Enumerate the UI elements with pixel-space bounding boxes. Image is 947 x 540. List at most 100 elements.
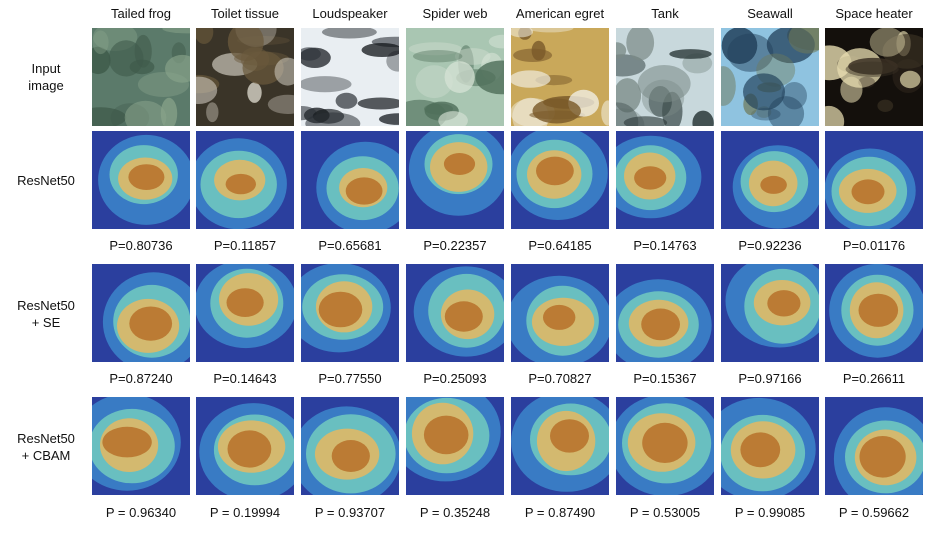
row-label-line: ResNet50 [17,298,75,313]
row-label: ResNet50 + CBAM [4,430,88,464]
probability-label: P = 0.96340 [105,505,177,520]
image-graphic [406,28,504,126]
heatmap-graphic [616,397,714,495]
row-label: ResNet50 + SE [4,297,88,331]
row-label-line: image [28,78,64,93]
heatmap-graphic [196,397,294,495]
heatmap-graphic [406,264,504,362]
attention-heatmap [92,131,190,229]
attention-heatmap [616,397,714,495]
probability-label: P=0.11857 [213,238,277,253]
attention-heatmap [511,397,609,495]
attention-heatmap [301,131,399,229]
heatmap-graphic [825,264,923,362]
probability-label: P=0.64185 [528,238,592,253]
row-label-line: + SE [31,315,61,330]
attention-heatmap [406,131,504,229]
column-title: American egret [515,6,605,21]
heatmap-graphic [825,397,923,495]
probability-label: P=0.26611 [842,371,906,386]
heatmap-graphic [196,131,294,229]
heatmap-graphic [92,131,190,229]
heatmap-graphic [721,397,819,495]
column-title: Tank [651,6,679,21]
row-label-line: ResNet50 [17,173,75,188]
attention-heatmap [721,397,819,495]
probability-label: P = 0.99085 [734,505,806,520]
column-title: Spider web [422,6,488,21]
attention-heatmap [825,264,923,362]
input-image [616,28,714,126]
column-title: Tailed frog [111,6,171,21]
image-graphic [825,28,923,126]
probability-label: P=0.15367 [633,371,697,386]
column-title: Space heater [835,6,913,21]
attention-heatmap [196,264,294,362]
probability-label: P=0.97166 [738,371,802,386]
heatmap-graphic [511,397,609,495]
heatmap-graphic [406,131,504,229]
attention-heatmap [511,131,609,229]
input-image [721,28,819,126]
probability-label: P=0.22357 [423,238,487,253]
heatmap-graphic [511,131,609,229]
attention-heatmap [196,397,294,495]
probability-label: P = 0.53005 [629,505,701,520]
probability-label: P = 0.35248 [419,505,491,520]
heatmap-graphic [406,397,504,495]
input-image [511,28,609,126]
attention-heatmap [616,264,714,362]
attention-heatmap [721,131,819,229]
heatmap-graphic [196,264,294,362]
probability-label: P = 0.87490 [524,505,596,520]
probability-label: P=0.92236 [738,238,802,253]
heatmap-graphic [825,131,923,229]
column-title: Loudspeaker [312,6,388,21]
attention-heatmap [92,397,190,495]
image-graphic [196,28,294,126]
probability-label: P=0.70827 [528,371,592,386]
row-label: Input image [4,60,88,94]
input-image [825,28,923,126]
heatmap-graphic [92,397,190,495]
attention-heatmap [196,131,294,229]
heatmap-graphic [721,131,819,229]
attention-heatmap [92,264,190,362]
image-graphic [511,28,609,126]
heatmap-graphic [511,264,609,362]
heatmap-graphic [301,131,399,229]
attention-heatmap [721,264,819,362]
probability-label: P=0.01176 [842,238,906,253]
probability-label: P=0.25093 [423,371,487,386]
row-label-line: + CBAM [21,448,71,463]
column-title: Seawall [747,6,793,21]
probability-label: P = 0.93707 [314,505,386,520]
row-label-line: ResNet50 [17,431,75,446]
heatmap-graphic [301,264,399,362]
probability-label: P=0.80736 [109,238,173,253]
heatmap-graphic [616,264,714,362]
attention-heatmap [825,131,923,229]
heatmap-graphic [92,264,190,362]
attention-heatmap [406,264,504,362]
input-image [196,28,294,126]
image-graphic [92,28,190,126]
attention-heatmap [301,397,399,495]
heatmap-graphic [721,264,819,362]
probability-label: P=0.65681 [318,238,382,253]
probability-label: P=0.87240 [109,371,173,386]
row-label-line: Input [31,61,61,76]
image-graphic [616,28,714,126]
column-title: Toilet tissue [211,6,279,21]
attention-heatmap [406,397,504,495]
probability-label: P = 0.59662 [838,505,910,520]
image-graphic [721,28,819,126]
input-image [406,28,504,126]
row-label: ResNet50 [4,172,88,206]
probability-label: P=0.14643 [213,371,277,386]
probability-label: P=0.14763 [633,238,697,253]
heatmap-graphic [616,131,714,229]
heatmap-graphic [301,397,399,495]
row-label-line [4,189,88,206]
probability-label: P = 0.19994 [209,505,281,520]
